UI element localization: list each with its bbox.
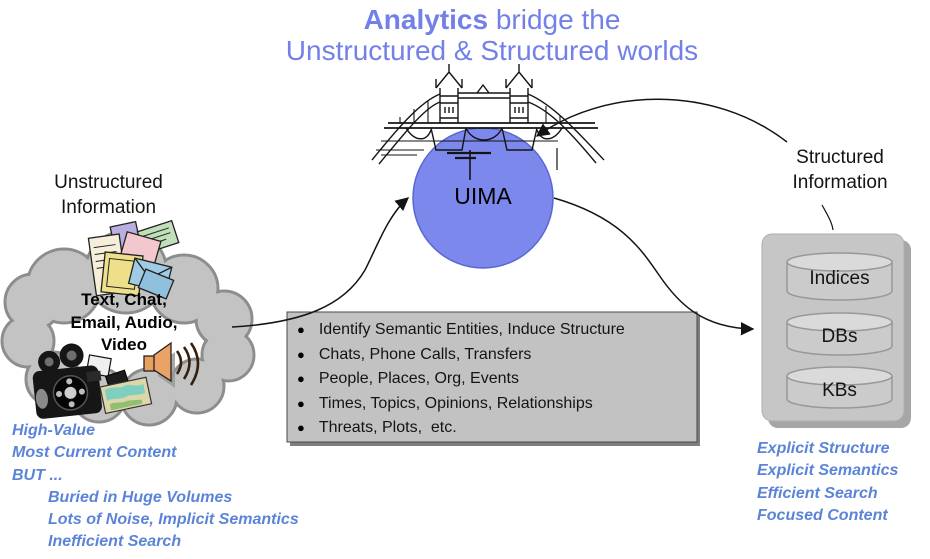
title-line2: Unstructured & Structured worlds	[285, 35, 699, 66]
structured-notes: Explicit Structure Explicit Semantics Ef…	[757, 438, 930, 527]
bullet-row: ● Threats, Plots, etc.	[297, 416, 697, 441]
analysis-box	[286, 311, 700, 446]
bullet-row: ● Identify Semantic Entities, Induce Stru…	[297, 318, 697, 343]
arrow-structured-to-bridge	[535, 98, 788, 143]
documents-clipart-icon	[87, 219, 180, 300]
database-cylinder-indices-icon	[786, 252, 893, 301]
bullet-icon: ●	[297, 420, 305, 435]
store-label-kbs: KBs	[822, 380, 857, 401]
title-rest: bridge the	[488, 4, 621, 35]
uima-label: UIMA	[454, 183, 512, 209]
title-line1: Analytics bridge the	[54, 4, 930, 35]
bullet-text: Identify Semantic Entities, Induce Struc…	[318, 321, 625, 338]
note-line: Efficient Search	[757, 484, 878, 502]
store-label-indices: Indices	[809, 268, 870, 289]
tower-bridge-icon	[371, 64, 605, 180]
cloud-line-3: Video	[101, 335, 147, 354]
bullet-icon: ●	[297, 322, 305, 337]
movie-camera-icon	[32, 343, 139, 419]
stores-box	[761, 233, 911, 428]
title-emphasis: Analytics	[363, 4, 489, 35]
bullet-icon: ●	[297, 371, 305, 386]
note-line: Focused Content	[757, 506, 888, 524]
note-line: Explicit Semantics	[757, 462, 899, 480]
unstructured-heading-line2: Information	[60, 197, 157, 218]
database-cylinder-dbs-icon	[786, 312, 893, 356]
bullet-row: ● People, Places, Org, Events	[297, 367, 697, 392]
database-cylinder-kbs-icon	[786, 366, 893, 409]
unstructured-heading-line1: Unstructured	[54, 172, 163, 193]
bullet-row: ● Times, Topics, Opinions, Relationships	[297, 392, 697, 417]
note-line-indented: Inefficient Search	[48, 533, 182, 551]
structured-heading-line2: Information	[792, 172, 888, 193]
unstructured-notes: High-Value Most Current Content BUT ... …	[12, 420, 372, 554]
arrow-cloud-to-uima	[231, 197, 410, 328]
structured-heading-line1: Structured	[796, 147, 884, 168]
note-line-indented: Buried in Huge Volumes	[48, 488, 233, 506]
arrow-uima-to-stores	[553, 197, 755, 336]
analysis-bullet-list: ● Identify Semantic Entities, Induce Stru…	[287, 312, 697, 442]
speaker-icon	[143, 341, 200, 388]
cloud-media-types: Text, Chat, Email, Audio, Video	[39, 289, 209, 357]
bullet-text: Threats, Plots, etc.	[318, 419, 457, 436]
cloud-line-1: Text, Chat,	[81, 290, 167, 309]
store-label-dbs: DBs	[821, 326, 858, 347]
connector-structured-label-to-box	[821, 204, 834, 231]
note-line: Explicit Structure	[757, 440, 890, 457]
note-line: Most Current Content	[12, 444, 177, 462]
bullet-icon: ●	[297, 346, 305, 362]
bullet-row: ● Chats, Phone Calls, Transfers	[297, 343, 697, 368]
cloud-line-2: Email, Audio,	[70, 312, 178, 332]
bullet-text: People, Places, Org, Events	[318, 370, 519, 387]
note-line: High-Value	[12, 422, 95, 439]
map-icon	[99, 376, 153, 415]
bullet-text: Times, Topics, Opinions, Relationships	[318, 394, 593, 412]
bullet-text: Chats, Phone Calls, Transfers	[318, 345, 532, 363]
unstructured-heading: Unstructured Information	[16, 170, 201, 220]
note-line: BUT ...	[12, 466, 63, 484]
structured-heading: Structured Information	[752, 145, 928, 195]
note-line-indented: Lots of Noise, Implicit Semantics	[48, 511, 299, 529]
slide-title: Analytics bridge the Unstructured & Stru…	[54, 4, 930, 66]
bullet-icon: ●	[297, 395, 305, 411]
